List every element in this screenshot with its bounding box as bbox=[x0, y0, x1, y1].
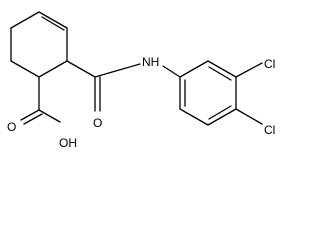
chlorine-lower-label: Cl bbox=[264, 123, 275, 137]
ring-bond bbox=[207, 60, 237, 78]
chlorine-upper-label: Cl bbox=[264, 57, 275, 71]
carbonyl-double-bond bbox=[20, 109, 40, 121]
carboxyl-oxygen-label: O bbox=[7, 120, 16, 134]
ring-bond bbox=[179, 60, 209, 78]
ring-bond bbox=[179, 108, 209, 126]
ring-double-bond-inner bbox=[208, 66, 232, 81]
hydroxyl-label: OH bbox=[59, 136, 77, 150]
carboxylic-acid-group: O OH bbox=[7, 76, 77, 150]
ring-bond bbox=[38, 11, 68, 29]
ring-bond bbox=[10, 11, 40, 29]
c-cl-bond-lower bbox=[235, 108, 263, 125]
amide-group: O NH bbox=[66, 55, 181, 130]
amide-nh-label: NH bbox=[142, 55, 159, 69]
ring-bond bbox=[38, 60, 68, 78]
n-to-aryl-bond bbox=[162, 65, 181, 78]
carboxyl-oh-bond bbox=[38, 109, 61, 123]
ring-double-bond-inner bbox=[41, 16, 65, 31]
cyclohexene-ring bbox=[10, 11, 68, 78]
chemical-structure-diagram: O OH O NH Cl Cl bbox=[7, 11, 275, 150]
chloro-substituents: Cl Cl bbox=[235, 57, 275, 137]
c-cl-bond-upper bbox=[235, 62, 263, 78]
carbonyl-double-bond bbox=[23, 113, 43, 125]
benzene-ring bbox=[179, 60, 237, 126]
ring-bond bbox=[207, 108, 237, 126]
ring-bond bbox=[10, 60, 40, 78]
amide-oxygen-label: O bbox=[93, 116, 102, 130]
ring-double-bond-inner bbox=[208, 105, 232, 120]
amide-c-n-bond bbox=[94, 63, 141, 78]
bond-ring-to-amide-carbon bbox=[66, 60, 96, 78]
